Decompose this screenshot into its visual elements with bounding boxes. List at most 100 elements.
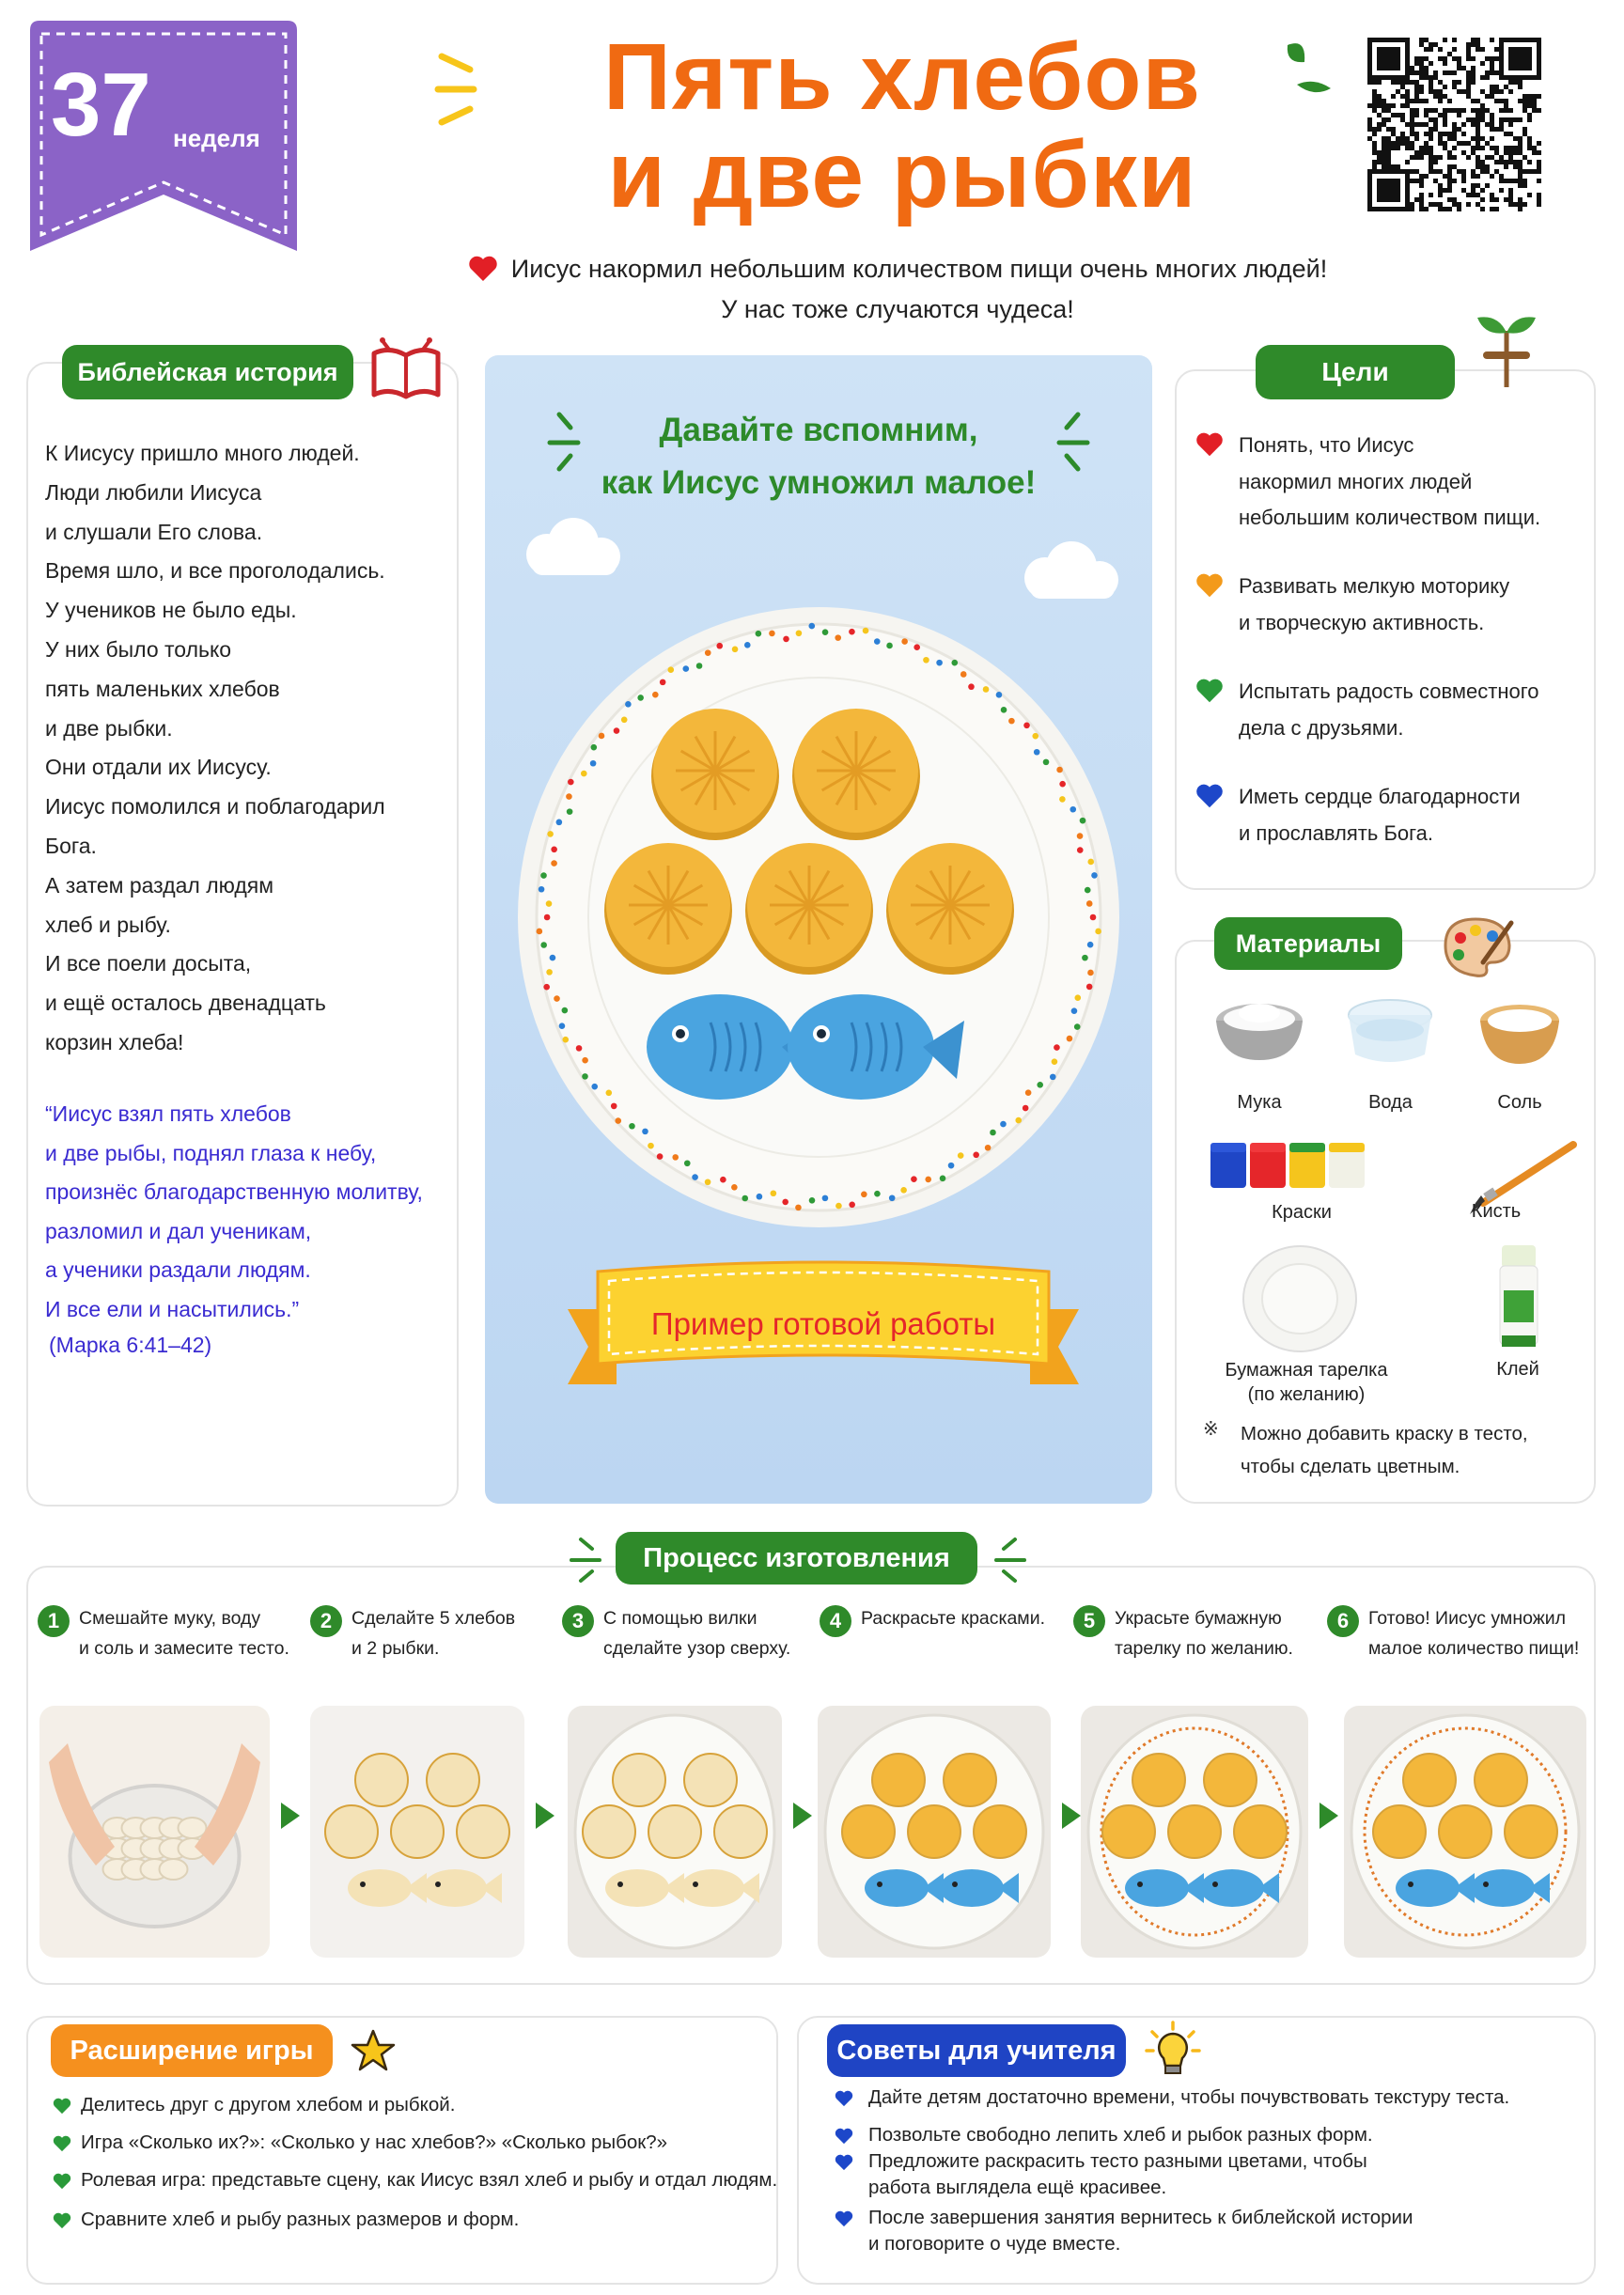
heart-icon [835, 2154, 853, 2171]
subtitle-line-1: Иисус накормил небольшим количеством пищ… [510, 255, 1328, 283]
step-image [1081, 1706, 1308, 1958]
tip-item: Позвольте свободно лепить хлеб и рыбок р… [868, 2122, 1373, 2148]
cloud-icon [526, 518, 620, 575]
bible-story-line: И все поели досыта, [45, 951, 252, 976]
step-image [310, 1706, 524, 1958]
heart-icon [835, 2210, 853, 2227]
material-water: Вода [1368, 1092, 1413, 1113]
paper-plate-icon [1242, 1245, 1357, 1352]
leaf-icon [1287, 43, 1331, 93]
sparkle-icon [1056, 412, 1090, 472]
bible-story-line: К Иисусу пришло много людей. [45, 441, 360, 465]
heart-icon [469, 256, 497, 281]
bible-story-line: и две рыбки. [45, 715, 173, 741]
paint-jars-icon [1210, 1143, 1365, 1188]
bookmark-shape [30, 21, 297, 251]
finished-craft-plate [518, 607, 1119, 1227]
bible-story-line: Бога. [45, 833, 97, 858]
lightbulb-icon [1145, 2021, 1201, 2074]
step-4-picture [823, 1713, 1045, 1950]
week-number: 37 [51, 55, 151, 155]
bible-story-heading: Библейская история [62, 345, 353, 399]
step-text: Раскрасьте красками. [861, 1603, 1045, 1633]
extension-item: Ролевая игра: представьте сцену, как Иис… [81, 2169, 778, 2191]
goal-line: и прославлять Бога. [1239, 820, 1434, 845]
heart-icon [1196, 679, 1223, 703]
materials-heading: Материалы [1214, 917, 1402, 970]
step-1-picture [49, 1743, 260, 1928]
goals-heading: Цели [1256, 345, 1455, 399]
material-brush: Кисть [1471, 1201, 1522, 1222]
heart-icon [53, 2098, 71, 2115]
step-image [39, 1706, 270, 1958]
title-line-2: и две рыбки [607, 122, 1197, 227]
tip-line: Дайте детям достаточно времени, чтобы по… [868, 2086, 1510, 2108]
step-5-picture [1086, 1713, 1303, 1950]
title-line-1: Пять хлебов [603, 24, 1201, 130]
sparkle-icon [994, 1538, 1026, 1583]
material-flour: Мука [1237, 1092, 1282, 1113]
fish [647, 994, 793, 1100]
bible-story-line: Люди любили Иисуса [45, 479, 262, 505]
bible-story-line: и ещё осталось двенадцать [45, 991, 326, 1016]
example-caption-line-1: Давайте вспомним, [659, 412, 978, 448]
bible-quote-line: разломил и дал ученикам, [45, 1218, 312, 1243]
bible-story-card [26, 362, 459, 1507]
step-arrow-icon [793, 1803, 812, 1829]
bible-story-line: корзин хлеба! [45, 1029, 184, 1054]
glue-stick-icon [1499, 1245, 1538, 1347]
process-heading: Процесс изготовления [616, 1532, 977, 1585]
materials-note-line-2: чтобы сделать цветным. [1241, 1456, 1460, 1477]
materials-note-line-1: Можно добавить краску в тесто, [1241, 1423, 1528, 1444]
note-mark-icon: ※ [1203, 1419, 1219, 1440]
step-text-line: Раскрасьте красками. [861, 1608, 1046, 1629]
heart-icon [1196, 573, 1223, 598]
material-glue: Клей [1496, 1359, 1539, 1380]
bible-quote-line: И все ели и насытились.” [45, 1296, 300, 1321]
bible-quote-line: “Иисус взял пять хлебов [45, 1101, 291, 1126]
sparkle-icon [570, 1538, 601, 1583]
step-text-line: и 2 рыбки. [351, 1638, 440, 1659]
extension-heading: Расширение игры [51, 2024, 333, 2077]
step-text-line: Смешайте муку, воду [79, 1608, 261, 1629]
subtitle: Иисус накормил небольшим количеством пищ… [357, 249, 1438, 330]
materials-note: Можно добавить краску в тесто, чтобы сде… [1241, 1417, 1528, 1483]
week-badge: 37 неделя [23, 21, 304, 256]
step-number: 4 [820, 1605, 851, 1637]
tip-line: Позвольте свободно лепить хлеб и рыбок р… [868, 2124, 1373, 2146]
ribbon-text: Пример готовой работы [650, 1306, 996, 1341]
material-plate: Бумажная тарелка (по желанию) [1212, 1358, 1400, 1407]
heart-icon [53, 2212, 71, 2229]
tip-item: Дайте детям достаточно времени, чтобы по… [868, 2084, 1509, 2111]
example-panel: Давайте вспомним, как Иисус умножил мало… [485, 355, 1152, 1504]
subtitle-line-2: У нас тоже случаются чудеса! [721, 295, 1074, 323]
step-number: 1 [38, 1605, 70, 1637]
tip-item: После завершения занятия вернитесь к биб… [868, 2205, 1413, 2257]
qr-code-icon[interactable] [1367, 38, 1541, 211]
tip-item: Предложите раскрасить тесто разными цвет… [868, 2148, 1367, 2201]
bible-story-text: К Иисусу пришло много людей. Люди любили … [45, 434, 449, 1063]
step-number: 5 [1073, 1605, 1105, 1637]
paintbrush-icon [1470, 1141, 1577, 1214]
bible-story-line: У учеников не было еды. [45, 598, 297, 623]
goal-line: Испытать радость совместного [1239, 679, 1539, 703]
paint-palette-icon [1444, 917, 1514, 977]
week-label: неделя [173, 124, 260, 152]
bible-story-line: Они отдали их Иисусу. [45, 755, 272, 780]
sprout-icon [1477, 317, 1536, 387]
bible-story-line: У них было только [45, 636, 232, 662]
step-number: 3 [562, 1605, 594, 1637]
water-bowl-icon [1348, 999, 1432, 1062]
extension-item: Игра «Сколько их?»: «Сколько у нас хлебо… [81, 2131, 668, 2153]
step-6-picture [1350, 1713, 1581, 1950]
step-text-line: малое количество пищи! [1368, 1638, 1580, 1659]
goal-line: Развивать мелкую моторику [1239, 574, 1510, 598]
